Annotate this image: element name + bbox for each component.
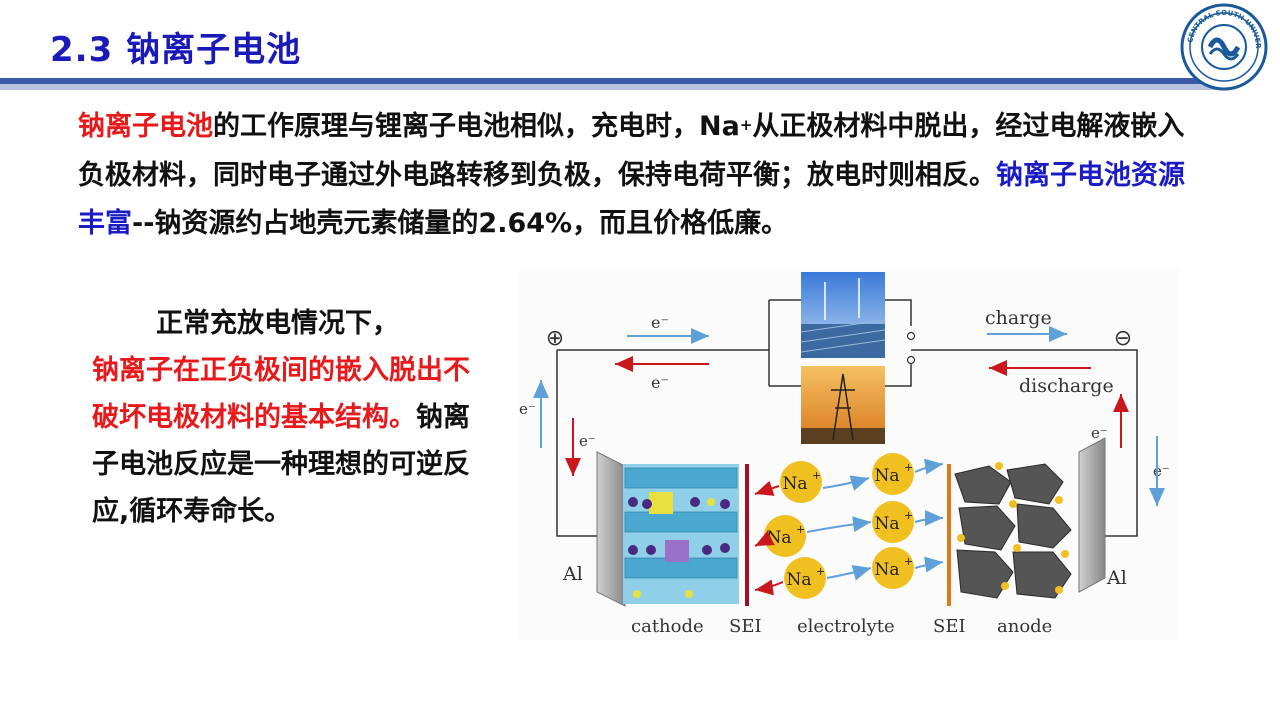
- renewable-energy-picture: [800, 272, 886, 358]
- intro-highlight-red: 钠离子电池: [78, 111, 213, 142]
- intro-text-1: 的工作原理与锂离子电池相似，充电时，Na: [213, 111, 740, 142]
- power-grid-picture: [801, 366, 885, 444]
- ion-charge: +: [904, 509, 913, 522]
- label-sei-left: SEI: [729, 616, 762, 637]
- label-anode: anode: [997, 616, 1052, 637]
- intro-superscript: +: [739, 116, 753, 134]
- electron-label-top: e⁻: [651, 313, 669, 332]
- sodium-ion-right-2: Na +: [872, 501, 914, 543]
- switch-terminal-top: [906, 331, 916, 341]
- ion-label: Na: [766, 528, 791, 548]
- positive-terminal-symbol: ⊕: [546, 326, 564, 351]
- title-underline-shadow: [0, 84, 1228, 90]
- aluminum-plate-left: [596, 451, 626, 607]
- university-logo: CENTRAL SOUTH UNIVERSITY: [1174, 2, 1268, 91]
- cathode-structure: [623, 464, 739, 604]
- ion-label: Na: [782, 474, 807, 494]
- charge-label: charge: [985, 307, 1052, 329]
- intro-text-2: 从正极材料中脱出，经过电解液嵌入负极材料，同时电子通过外电路转移到负极，保持电荷…: [78, 111, 1185, 191]
- side-highlight-red: 钠离子在正负极间的嵌入脱出不破坏电极材料的基本结构。: [92, 355, 470, 433]
- ion-charge: +: [812, 469, 821, 482]
- title-underline-bar: [0, 78, 1228, 84]
- circuit-wires: [556, 299, 1138, 537]
- sodium-ion-right-1: Na +: [872, 453, 914, 495]
- intro-paragraph: 钠离子电池的工作原理与锂离子电池相似，充电时，Na+从正极材料中脱出，经过电解液…: [78, 103, 1198, 249]
- ion-label: Na: [786, 570, 811, 590]
- electron-label-left-outer: e⁻: [519, 400, 536, 418]
- electron-label-right-inner: e⁻: [1091, 424, 1108, 442]
- sodium-battery-diagram: ⊕ ⊖ e⁻ e⁻ charge discharge e⁻ e⁻ e⁻ e⁻ A…: [519, 268, 1179, 640]
- ion-label: Na: [874, 466, 899, 486]
- ion-label: Na: [874, 560, 899, 580]
- label-sei-right: SEI: [933, 616, 966, 637]
- ion-flow-arrows: [754, 458, 944, 596]
- ion-charge: +: [796, 523, 805, 536]
- sodium-ion-left-1: Na +: [780, 461, 822, 503]
- aluminum-plate-right: [1078, 437, 1106, 593]
- side-paragraph: 正常充放电情况下， 钠离子在正负极间的嵌入脱出不破坏电极材料的基本结构。钠离子电池…: [92, 300, 482, 535]
- electron-label-left-inner: e⁻: [579, 432, 596, 450]
- ion-charge: +: [904, 461, 913, 474]
- intro-highlight-blue: 钠离子电池资源丰富: [78, 159, 1185, 240]
- sei-layer-left: [745, 464, 749, 606]
- electron-label-bottom: e⁻: [651, 373, 669, 392]
- al-label-left: Al: [562, 563, 583, 585]
- intro-text-3: --钠资源约占地壳元素储量的2.64%，而且价格低廉。: [132, 208, 789, 239]
- ion-charge: +: [816, 565, 825, 578]
- ion-label: Na: [874, 514, 899, 534]
- sodium-ion-left-2: Na +: [764, 515, 806, 557]
- side-line-1: 正常充放电情况下，: [156, 308, 399, 339]
- al-label-right: Al: [1106, 567, 1127, 589]
- sei-layer-right: [947, 464, 951, 606]
- sodium-ion-right-3: Na +: [872, 547, 914, 589]
- ion-charge: +: [904, 555, 913, 568]
- side-text-rest: 钠离子电池反应是一种理想的可逆反应,循环寿命长。: [92, 402, 470, 527]
- electron-label-right-outer: e⁻: [1153, 462, 1170, 480]
- switch-terminal-bottom: [906, 355, 916, 365]
- negative-terminal-symbol: ⊖: [1114, 326, 1132, 351]
- label-electrolyte: electrolyte: [797, 616, 895, 637]
- label-cathode: cathode: [631, 616, 704, 637]
- anode-structure: [954, 462, 1072, 599]
- sodium-ion-left-3: Na +: [784, 557, 826, 599]
- slide-title: 2.3 钠离子电池: [50, 30, 302, 70]
- discharge-label: discharge: [1019, 375, 1114, 397]
